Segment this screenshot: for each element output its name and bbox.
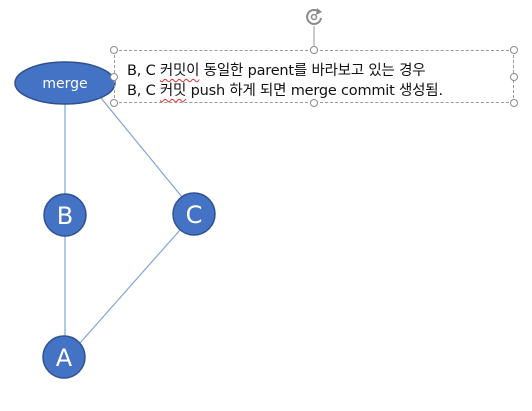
resize-handle-bottom-left[interactable] [110,99,118,107]
node-c[interactable]: C [172,192,216,236]
line1-rest: 동일한 parent를 바라보고 있는 경우 [199,63,426,79]
edge-c-a [79,229,181,344]
node-merge[interactable]: merge [14,61,116,105]
resize-handle-bottom-right[interactable] [510,99,518,107]
edge-merge-c [100,97,183,198]
resize-handle-top-left[interactable] [110,46,118,54]
textbox-line-2: B, C 커밋 push 하게 되면 merge commit 생성됨. [127,79,443,100]
resize-handle-top-center[interactable] [310,46,318,54]
node-merge-label: merge [42,76,87,92]
selected-text-box[interactable]: B, C 커밋이 동일한 parent를 바라보고 있는 경우 B, C 커밋 … [114,50,514,103]
resize-handle-middle-left[interactable] [110,73,118,81]
line2-prefix: B, C [127,83,160,99]
line1-spellcheck-word: 커밋이 [159,63,200,79]
node-a-label: A [56,344,73,372]
line1-prefix: B, C [127,63,160,79]
resize-handle-bottom-center[interactable] [310,99,318,107]
line2-rest: push 하게 되면 merge commit 생성됨. [186,83,443,99]
line2-spellcheck-word: 커밋 [159,83,187,99]
resize-handle-middle-right[interactable] [510,73,518,81]
node-b[interactable]: B [43,193,87,237]
node-c-label: C [186,201,203,229]
textbox-line-1: B, C 커밋이 동일한 parent를 바라보고 있는 경우 [127,59,426,80]
resize-handle-top-right[interactable] [510,46,518,54]
node-b-label: B [57,202,73,230]
node-a[interactable]: A [42,335,86,379]
rotate-handle-icon[interactable] [303,6,325,28]
